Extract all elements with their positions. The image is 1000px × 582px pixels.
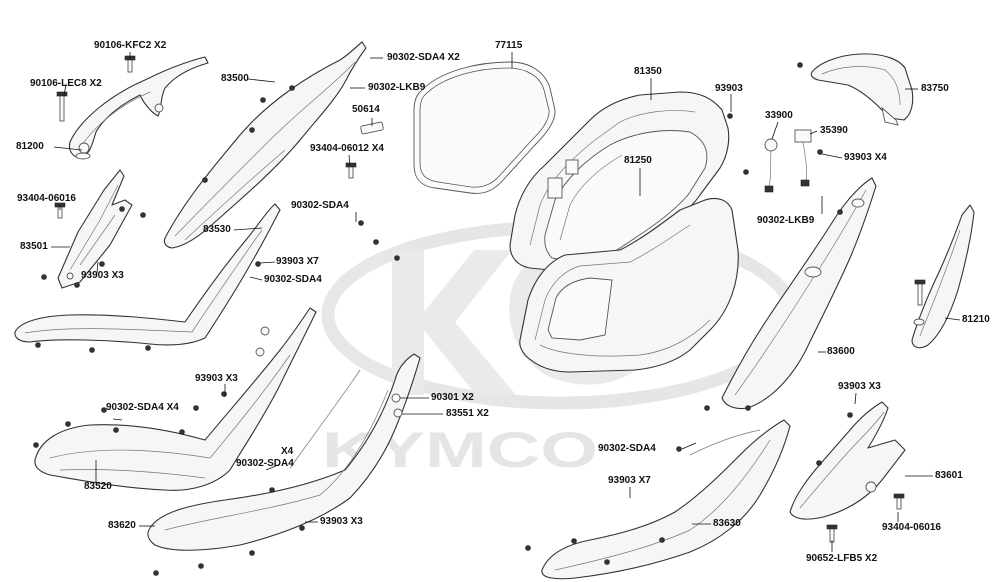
bolt-93404-06016-b <box>893 493 905 510</box>
callout-93404-06016-b: 93404-06016 <box>882 522 941 533</box>
part-83500-side-rail <box>163 41 367 249</box>
bolt-81210 <box>914 279 926 306</box>
callout-90106-lec8: 90106-LEC8 X2 <box>30 78 102 89</box>
callout-81350: 81350 <box>634 66 662 77</box>
callout-81200: 81200 <box>16 141 44 152</box>
callout-83601: 83601 <box>935 470 963 481</box>
callout-83620: 83620 <box>108 520 136 531</box>
callout-93903-x4: 93903 X4 <box>844 152 887 163</box>
bolt-93404-06012 <box>345 162 357 179</box>
callout-83750: 83750 <box>921 83 949 94</box>
callout-93903-x7-a: 93903 X7 <box>276 256 319 267</box>
part-81210-grab-handle <box>911 204 975 349</box>
part-83620-lower-cover <box>147 353 421 551</box>
part-83520-floor-side-cover <box>34 307 317 491</box>
callout-77115: 77115 <box>495 40 523 51</box>
part-83750-rear-cover <box>810 53 914 126</box>
callout-83500: 83500 <box>221 73 249 84</box>
part-83601-bracket <box>789 401 906 520</box>
callout-90302-sda4-d: 90302-SDA4 <box>236 458 294 469</box>
part-83600-right-side-cover <box>721 177 877 410</box>
part-35390-switch <box>794 129 812 187</box>
callout-90302-sda4-c: 90302-SDA4 <box>598 443 656 454</box>
callout-90302-lkb9-b: 90302-LKB9 <box>757 215 815 226</box>
part-81200-grab-rail <box>68 56 209 160</box>
part-81250-storage-box <box>519 197 739 373</box>
callout-93903-top: 93903 <box>715 83 743 94</box>
part-83530-inner-rail <box>14 203 281 353</box>
part-81350-top-frame <box>509 91 730 275</box>
callout-93903-x3-a: 93903 X3 <box>81 270 124 281</box>
bolt-90652-lfb5 <box>826 524 838 543</box>
callout-83520: 83520 <box>84 481 112 492</box>
callout-90106-kfc2: 90106-KFC2 X2 <box>94 40 167 51</box>
callout-35390: 35390 <box>820 125 848 136</box>
fastener-group <box>33 55 926 576</box>
callout-90302-sda4-b: 90302-SDA4 <box>264 274 322 285</box>
callout-33900: 33900 <box>765 110 793 121</box>
part-77115-seal <box>413 61 556 194</box>
callout-83501: 83501 <box>20 241 48 252</box>
callout-83551: 83551 X2 <box>446 408 489 419</box>
part-50614-emblem <box>360 121 384 135</box>
callout-93903-x3-b: 93903 X3 <box>838 381 881 392</box>
callout-90302-sda4-x4: 90302-SDA4 X4 <box>106 402 179 413</box>
bolt-90106-lec8 <box>56 91 68 122</box>
callout-81250: 81250 <box>624 155 652 166</box>
callout-90302-sda4-x2: 90302-SDA4 X2 <box>387 52 460 63</box>
callout-83630: 83630 <box>713 518 741 529</box>
leader-lines <box>51 52 961 552</box>
callout-90652-lfb5: 90652-LFB5 X2 <box>806 553 878 564</box>
callout-x4: X4 <box>281 446 294 457</box>
callout-83530: 83530 <box>203 224 231 235</box>
callout-50614: 50614 <box>352 104 380 115</box>
callout-93903-x7-b: 93903 X7 <box>608 475 651 486</box>
screw-row <box>33 62 853 576</box>
callout-90302-sda4-a: 90302-SDA4 <box>291 200 349 211</box>
callout-90302-lkb9-a: 90302-LKB9 <box>368 82 426 93</box>
callout-83600: 83600 <box>827 346 855 357</box>
callout-93404-06012: 93404-06012 X4 <box>310 143 384 154</box>
callout-90301: 90301 X2 <box>431 392 474 403</box>
part-33900-socket <box>764 138 778 193</box>
part-83630-floor-cover <box>541 419 791 580</box>
callout-93903-x3-c: 93903 X3 <box>195 373 238 384</box>
callout-81210: 81210 <box>962 314 990 325</box>
callout-93903-x3-d: 93903 X3 <box>320 516 363 527</box>
callout-93404-06016-a: 93404-06016 <box>17 193 76 204</box>
